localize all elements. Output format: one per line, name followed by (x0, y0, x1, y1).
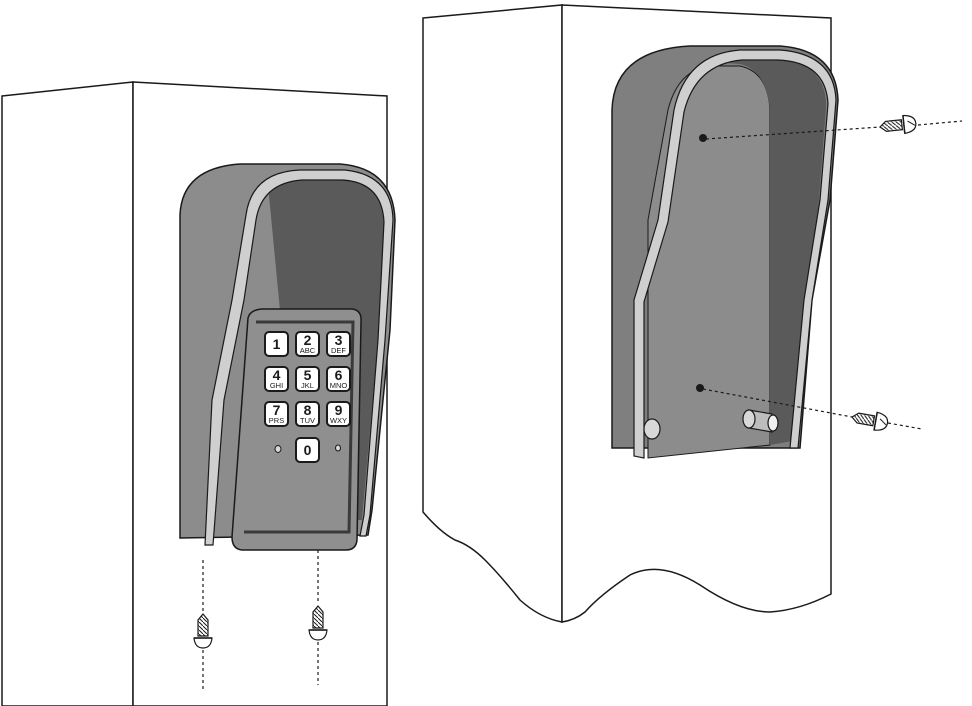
right-screw-guide-bottom (702, 388, 853, 418)
left-screw-1 (193, 613, 213, 649)
right-housing-inner-panel (647, 65, 771, 459)
left-housing-rim (204, 169, 394, 546)
right-screw-bottom (851, 411, 889, 431)
right-mount-hole-top (699, 134, 707, 142)
right-housing-rim (633, 49, 837, 459)
left-keypad-led-right (335, 444, 341, 452)
left-screws (193, 550, 328, 690)
right-housing (611, 45, 839, 459)
keypad-key-9-letters: WXY (330, 416, 347, 425)
keypad-key-3-letters: DEF (331, 346, 346, 355)
keypad-key-0-number: 0 (304, 442, 312, 458)
right-mount-hole-bottom (696, 384, 704, 392)
keypad-key-1: 1 (264, 331, 289, 357)
right-screws (702, 114, 963, 431)
right-pin-right (742, 409, 779, 433)
keypad-key-8-letters: TUV (300, 416, 315, 425)
keypad-key-6-number: 6 (335, 367, 343, 383)
keypad-key-5-number: 5 (304, 367, 312, 383)
keypad-key-1-number: 1 (273, 336, 281, 352)
keypad-key-4-number: 4 (273, 367, 281, 383)
keypad-key-4-letters: GHI (270, 381, 283, 390)
right-screw-guide-top-end (917, 120, 963, 126)
right-post-side-face (422, 4, 563, 623)
keypad-key-3-number: 3 (335, 332, 343, 348)
keypad-key-7-letters: PRS (269, 416, 284, 425)
keypad-key-2-number: 2 (304, 332, 312, 348)
left-keypad-inner-border (244, 320, 355, 534)
right-housing-dark-wall (712, 54, 827, 445)
right-screw-guide-top (705, 126, 881, 140)
right-screw-guide-bottom-end (887, 422, 923, 430)
right-pin-left (643, 418, 661, 440)
left-post-side-face (1, 81, 134, 706)
keypad-key-6-letters: MNO (330, 381, 348, 390)
right-screw-top (879, 114, 917, 135)
keypad-key-5-letters: JKL (301, 381, 314, 390)
keypad-key-8-number: 8 (304, 402, 312, 418)
keypad-key-0: 0 (295, 437, 320, 463)
left-screw-2 (308, 605, 328, 641)
keypad-key-7-number: 7 (273, 402, 281, 418)
keypad-key-9-number: 9 (335, 402, 343, 418)
keypad-key-2-letters: ABC (300, 346, 316, 355)
left-keypad-led-left (274, 445, 282, 453)
